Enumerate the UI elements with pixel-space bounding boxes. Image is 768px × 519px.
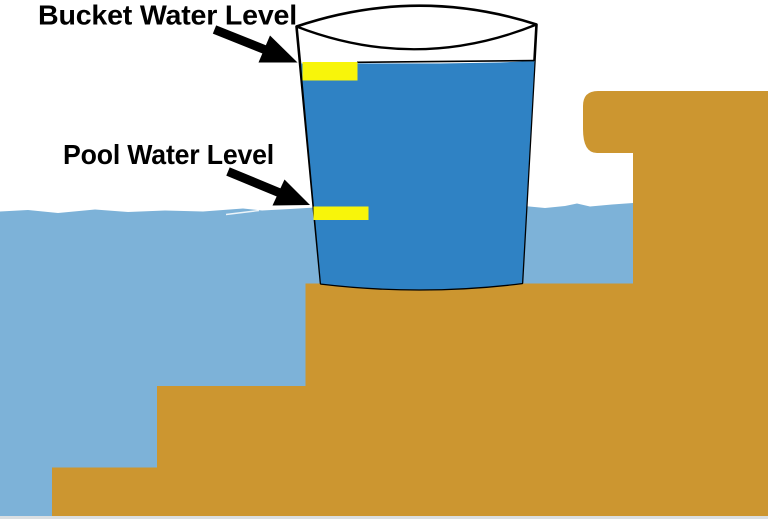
bucket-water — [301, 61, 535, 290]
bucket-level-arrow-icon — [212, 25, 298, 63]
bottom-edge-strip — [0, 516, 768, 519]
water-highlight — [225, 209, 260, 216]
bucket-water-surface-line — [356, 59, 535, 64]
bucket-level-arrow-shaft — [212, 25, 269, 55]
bucket-level-arrow-head — [258, 35, 298, 63]
pool-level-arrow-shaft — [226, 167, 282, 198]
pool-level-arrow-icon — [226, 167, 310, 206]
bucket-water-level-label: Bucket Water Level — [38, 0, 297, 31]
pool-level-marker — [313, 206, 369, 220]
bucket-level-marker — [302, 62, 358, 81]
pool-level-arrow-head — [272, 179, 310, 206]
pool-water-level-label: Pool Water Level — [63, 139, 274, 170]
pool-steps-deck — [52, 91, 768, 516]
bucket-rim-inner-arc — [296, 23, 537, 51]
